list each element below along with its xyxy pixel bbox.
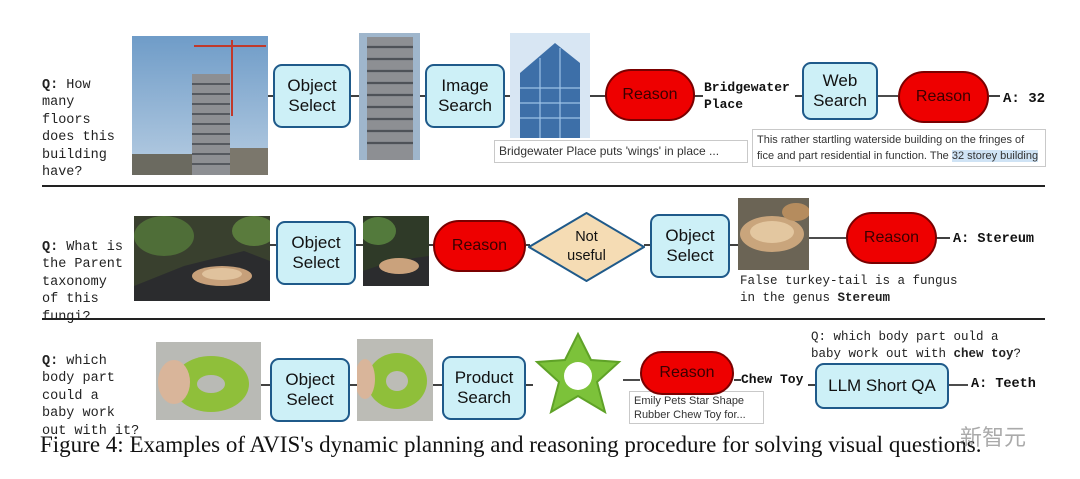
arrows-row2	[270, 237, 950, 246]
sub-question: Q: which body part ould a baby work out …	[811, 329, 1021, 363]
reason-node-2: Reason	[898, 71, 989, 123]
bridgewater-photo	[510, 33, 590, 138]
highlighted-answer: 32 storey building	[951, 150, 1039, 162]
reason-node: Reason	[605, 69, 695, 121]
row1-question: Q: How many floors does this building ha…	[42, 59, 134, 182]
sub-question-line2: baby work out with chew toy?	[811, 346, 1021, 363]
figure-caption: Figure 4: Examples of AVIS's dynamic pla…	[40, 432, 982, 457]
question-prefix: Q:	[42, 353, 59, 369]
reason-node-2: Reason	[846, 212, 937, 264]
stereum-caption: False turkey-tail is a fungus in the gen…	[740, 273, 958, 307]
web-search-box: Web Search	[802, 62, 878, 120]
caption-bold: Stereum	[837, 291, 891, 305]
answer-prefix: A:	[971, 377, 988, 392]
not-useful-label: Not useful	[567, 229, 606, 264]
image-search-caption: Bridgewater Place puts 'wings' in place …	[494, 140, 748, 163]
answer-prefix: A:	[1003, 91, 1020, 107]
answer-row2: A: Stereum	[953, 232, 1034, 247]
caption-text: in the genus	[740, 291, 838, 305]
fungi-photo	[134, 216, 270, 301]
building-photo	[132, 36, 268, 175]
donut-toy-photo	[156, 342, 261, 420]
answer-value: 32	[1028, 91, 1046, 107]
web-caption-line1: This rather startling waterside building…	[757, 134, 1025, 146]
star-toy-photo	[533, 330, 623, 416]
object-select-box: Object Select	[273, 64, 351, 128]
not-useful-diamond: Not useful	[527, 211, 646, 283]
question-prefix: Q:	[42, 77, 59, 93]
answer-row1: A: 32	[1003, 91, 1045, 107]
caption-line1: False turkey-tail is a fungus	[740, 274, 958, 288]
watermark-text: 新智元	[960, 426, 1027, 451]
divider-2	[42, 318, 1045, 320]
answer-row3: A: Teeth	[971, 377, 1036, 392]
caption-line2: in the genus Stereum	[740, 290, 958, 307]
product-search-box: Product Search	[442, 356, 526, 420]
answer-value: Stereum	[977, 232, 1035, 247]
reason-node: Reason	[433, 220, 526, 272]
object-select-box-2: Object Select	[650, 214, 730, 278]
sub-question-end: ?	[1013, 347, 1022, 361]
watermark: 新智元	[960, 420, 1026, 452]
fungi-crop-photo	[363, 216, 429, 286]
reason-node: Reason	[640, 351, 734, 395]
question-text: How many floors does this building have?	[42, 77, 115, 181]
donut-crop-photo	[357, 339, 433, 421]
object-select-box: Object Select	[270, 358, 350, 422]
entity-label: Bridgewater Place	[704, 80, 790, 112]
web-caption-line2: fice and part residential in function. T…	[757, 148, 1041, 164]
sub-question-bold: chew toy	[953, 347, 1014, 361]
row2-question: Q: What is the Parent taxonomy of this f…	[42, 221, 138, 326]
question-text: which body part could a baby work out wi…	[42, 353, 140, 439]
sub-question-text: baby work out with	[811, 347, 954, 361]
image-search-box: Image Search	[425, 64, 505, 128]
llm-short-qa-box: LLM Short QA	[815, 363, 949, 409]
answer-value: Teeth	[995, 377, 1036, 392]
sub-question-line1: Q: which body part ould a	[811, 330, 999, 344]
entity-label: Chew Toy	[741, 372, 804, 387]
building-crop-photo	[359, 33, 420, 160]
arrows-row3	[261, 379, 968, 386]
question-text: What is the Parent taxonomy of this fung…	[42, 239, 124, 325]
answer-prefix: A:	[953, 232, 970, 247]
product-caption: Emily Pets Star Shape Rubber Chew Toy fo…	[629, 391, 764, 424]
divider-1	[42, 185, 1045, 187]
question-prefix: Q:	[42, 239, 59, 255]
stereum-photo	[738, 198, 809, 270]
web-caption-text: fice and part residential in function. T…	[757, 150, 952, 162]
row3-question: Q: which body part could a baby work out…	[42, 335, 157, 440]
web-search-caption: This rather startling waterside building…	[752, 129, 1046, 167]
object-select-box: Object Select	[276, 221, 356, 285]
